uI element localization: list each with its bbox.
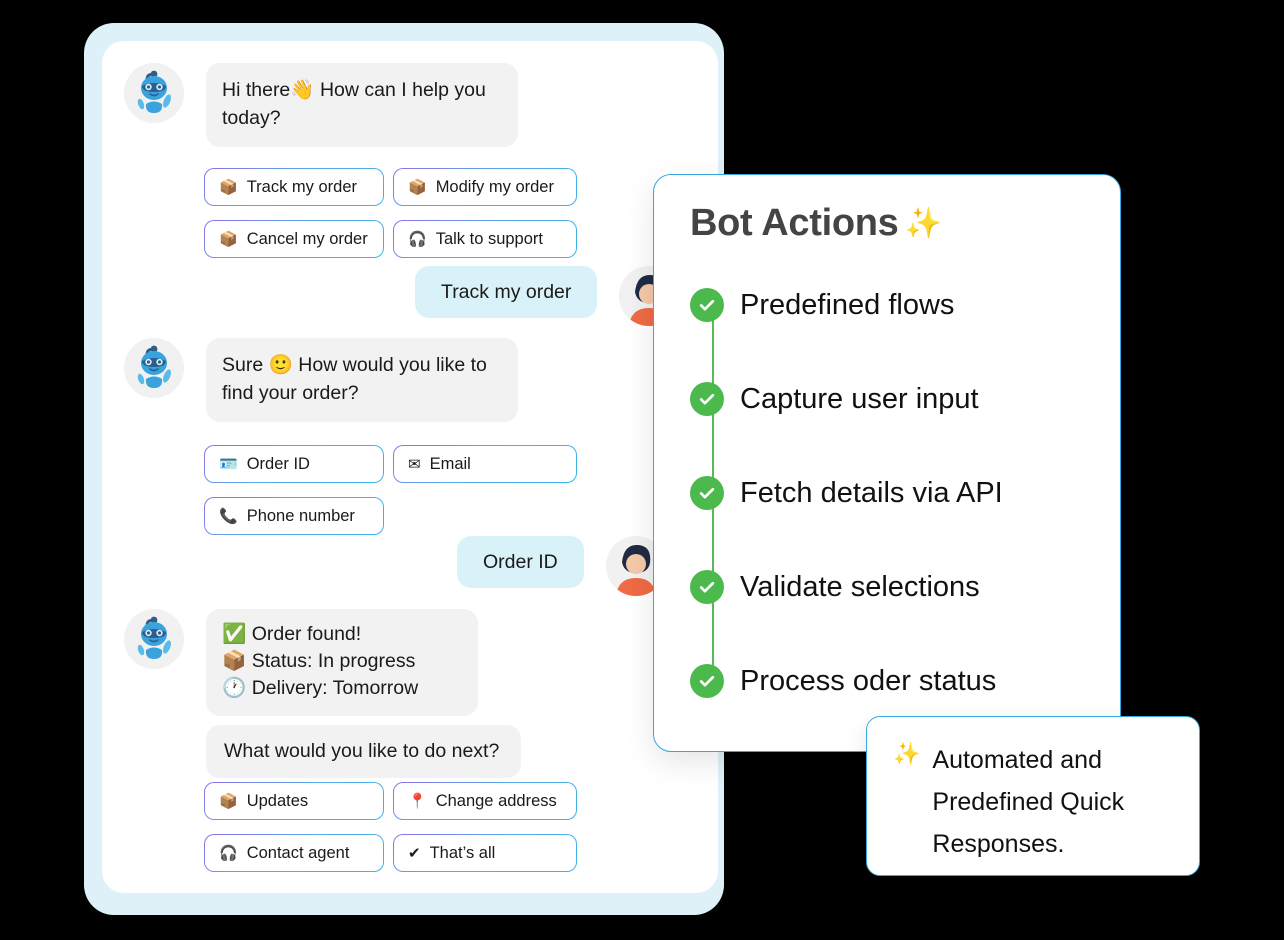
- check-circle-icon: [690, 476, 724, 510]
- quick-reply-order-id[interactable]: 🪪 Order ID: [204, 445, 384, 483]
- message-row-user-track: Track my order: [415, 266, 680, 326]
- bot-actions-panel: Bot Actions ✨ Predefined flows Capture u…: [653, 174, 1121, 752]
- bot-actions-title-text: Bot Actions: [690, 202, 899, 244]
- quick-reply-cancel-my-order[interactable]: 📦 Cancel my order: [204, 220, 384, 258]
- bot-action-item-process-oder-status: Process oder status: [690, 664, 996, 698]
- headset-agent-icon: 🎧: [219, 844, 238, 862]
- order-delivery-line: 🕐 Delivery: Tomorrow: [222, 677, 419, 699]
- message-row-bot-greeting: Hi there👋 How can I help you today?: [124, 63, 518, 147]
- package-edit-icon: 📦: [408, 178, 427, 196]
- quick-reply-label: Talk to support: [435, 229, 543, 248]
- quick-reply-change-address[interactable]: 📍 Change address: [393, 782, 577, 820]
- bot-action-item-capture-user-input: Capture user input: [690, 382, 979, 416]
- user-message-order-id: Order ID: [457, 536, 584, 588]
- sparkles-icon: ✨: [904, 207, 942, 240]
- bot-action-item-predefined-flows: Predefined flows: [690, 288, 954, 322]
- bot-action-item-fetch-details-via-api: Fetch details via API: [690, 476, 1003, 510]
- bot-message-order-status: ✅ Order found! 📦 Status: In progress 🕐 D…: [206, 609, 478, 716]
- bot-message-greeting: Hi there👋 How can I help you today?: [206, 63, 518, 147]
- message-row-bot-order-status: ✅ Order found! 📦 Status: In progress 🕐 D…: [124, 609, 478, 716]
- bot-action-item-validate-selections: Validate selections: [690, 570, 980, 604]
- order-status-line: 📦 Status: In progress: [222, 650, 416, 672]
- id-card-icon: 🪪: [219, 455, 238, 473]
- bot-avatar: [124, 63, 184, 123]
- bot-action-label: Fetch details via API: [740, 476, 1003, 509]
- bot-action-label: Process oder status: [740, 664, 997, 697]
- package-cancel-icon: 📦: [219, 230, 238, 248]
- callout-text: Automated and Predefined Quick Responses…: [932, 746, 1125, 858]
- quick-reply-label: Email: [429, 454, 471, 473]
- quick-reply-label: Updates: [246, 791, 309, 810]
- bot-message-next-prompt: What would you like to do next?: [206, 725, 522, 778]
- check-circle-icon: [690, 664, 724, 698]
- package-track-icon: 📦: [219, 178, 238, 196]
- sparkles-icon: ✨: [893, 741, 921, 766]
- message-row-bot-next-prompt: What would you like to do next?: [206, 725, 522, 778]
- quick-reply-phone-number[interactable]: 📞 Phone number: [204, 497, 384, 535]
- bot-avatar: [124, 609, 184, 669]
- bot-action-label: Predefined flows: [740, 288, 955, 321]
- check-circle-icon: [690, 382, 724, 416]
- user-message-track-my-order: Track my order: [415, 266, 598, 318]
- quick-reply-label: That’s all: [429, 843, 496, 862]
- quick-reply-label: Cancel my order: [246, 229, 368, 248]
- quick-reply-label: Phone number: [246, 506, 355, 525]
- quick-reply-talk-to-support[interactable]: 🎧 Talk to support: [393, 220, 577, 258]
- headset-agent-icon: 🎧: [408, 230, 427, 248]
- bot-action-label: Capture user input: [740, 382, 979, 415]
- message-row-user-order-id: Order ID: [457, 536, 666, 596]
- map-pin-icon: 📍: [408, 792, 427, 810]
- quick-reply-label: Track my order: [246, 177, 358, 196]
- quick-reply-label: Modify my order: [435, 177, 554, 196]
- bot-avatar: [124, 338, 184, 398]
- quick-reply-label: Contact agent: [246, 843, 350, 862]
- quick-reply-modify-my-order[interactable]: 📦 Modify my order: [393, 168, 577, 206]
- check-circle-icon: [690, 570, 724, 604]
- quick-reply-contact-agent[interactable]: 🎧 Contact agent: [204, 834, 384, 872]
- order-found-line: ✅ Order found!: [222, 623, 362, 645]
- envelope-icon: ✉: [408, 455, 421, 473]
- message-row-bot-find-order: Sure 🙂 How would you like to find your o…: [124, 338, 518, 422]
- bot-message-find-order: Sure 🙂 How would you like to find your o…: [206, 338, 518, 422]
- quick-reply-track-my-order[interactable]: 📦 Track my order: [204, 168, 384, 206]
- phone-icon: 📞: [219, 507, 238, 525]
- quick-reply-email[interactable]: ✉ Email: [393, 445, 577, 483]
- quick-reply-label: Change address: [435, 791, 557, 810]
- callout-automated-responses: ✨ Automated and Predefined Quick Respons…: [866, 716, 1200, 876]
- bot-action-label: Validate selections: [740, 570, 980, 603]
- quick-reply-updates[interactable]: 📦 Updates: [204, 782, 384, 820]
- bot-actions-title: Bot Actions ✨: [690, 202, 942, 245]
- quick-reply-label: Order ID: [246, 454, 310, 473]
- check-circle-icon: ✔: [408, 844, 421, 862]
- check-circle-icon: [690, 288, 724, 322]
- quick-reply-thats-all[interactable]: ✔ That’s all: [393, 834, 577, 872]
- package-update-icon: 📦: [219, 792, 238, 810]
- chat-conversation-panel: Hi there👋 How can I help you today? 📦 Tr…: [102, 41, 718, 893]
